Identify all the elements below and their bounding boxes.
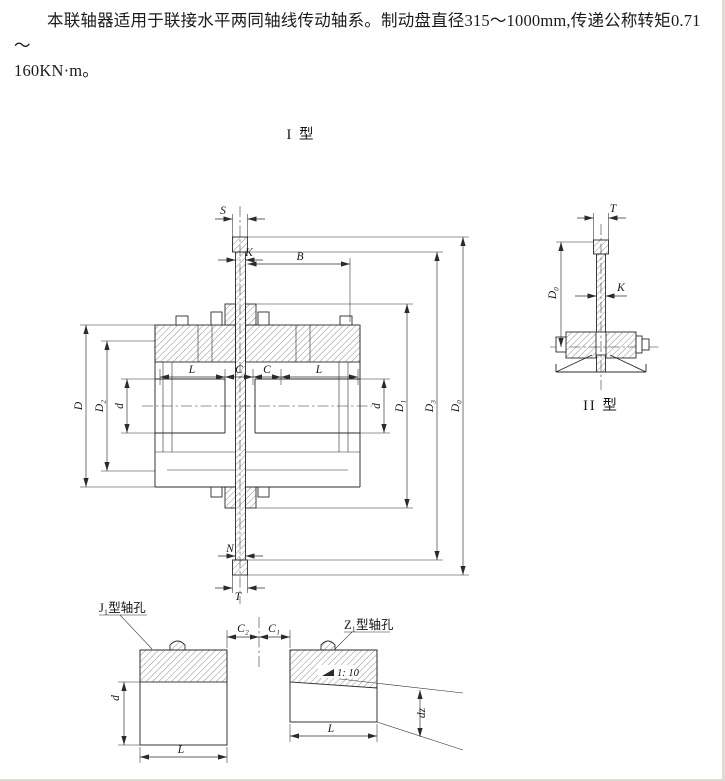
paragraph-line-2: 160KN·m。 xyxy=(14,61,100,80)
dim-T-main: T xyxy=(215,575,265,603)
brake-disc-section xyxy=(224,236,257,576)
dim-label-L-z1: L xyxy=(327,723,334,735)
dim-label-B: B xyxy=(296,251,303,263)
dim-label-D: D xyxy=(73,401,85,411)
main-centerlines xyxy=(142,206,372,604)
dim-label-C1: C₁ xyxy=(268,623,280,635)
taper-ratio-label: 1: 10 xyxy=(337,668,360,679)
dim-B: B xyxy=(247,251,351,322)
dim-label-C-right: C xyxy=(263,364,271,376)
dim-label-K: K xyxy=(244,247,254,259)
flange-section-band xyxy=(154,324,361,363)
dim-label-d-right: d xyxy=(371,403,383,409)
dim-K-type2: K xyxy=(575,282,627,299)
dim-K: K xyxy=(218,247,263,263)
type2-figure-label: II 型 xyxy=(583,397,619,414)
dim-C2-C1: C₂ C₁ xyxy=(226,617,291,668)
dim-label-K-type2: K xyxy=(616,282,626,294)
dim-N: N xyxy=(218,543,263,559)
dim-label-D3: D₃ xyxy=(424,400,436,413)
dim-D0: D₀ xyxy=(247,236,469,576)
paragraph-line-1: 本联轴器适用于联接水平两同轴线传动轴系。制动盘直径315～1000mm,传递公称… xyxy=(14,11,701,55)
dim-label-T-main: T xyxy=(235,591,243,603)
taper-symbol-icon xyxy=(322,669,334,676)
dim-label-D0: D₀ xyxy=(450,400,462,413)
dim-D2: D₂ xyxy=(94,340,155,472)
dim-d-left: d xyxy=(114,378,155,434)
dim-S: S xyxy=(215,205,265,237)
j1-detail: J₁型轴孔 d L xyxy=(99,600,228,763)
dim-label-D2: D₂ xyxy=(94,400,106,413)
z1-hole-label: Z₁型轴孔 xyxy=(344,617,394,632)
dim-label-C-left: C xyxy=(235,364,243,376)
dim-LCCL: L C C L xyxy=(159,364,359,385)
j1-hole-label: J₁型轴孔 xyxy=(99,600,146,615)
dim-label-L-j1: L xyxy=(177,744,184,756)
dim-d-right: d xyxy=(360,378,390,434)
dim-label-L-right: L xyxy=(315,364,322,376)
dim-label-d-left: d xyxy=(114,403,126,409)
dim-T-type2: T xyxy=(577,203,626,240)
dim-label-d-j1: d xyxy=(110,695,122,701)
dim-label-C2: C₂ xyxy=(237,623,249,635)
dim-label-T-type2: T xyxy=(610,203,618,215)
z1-detail: Z₁型轴孔 1: 10 L dz xyxy=(289,617,464,751)
dim-D: D xyxy=(73,324,155,488)
dim-label-L-left: L xyxy=(188,364,195,376)
intro-paragraph: 本联轴器适用于联接水平两同轴线传动轴系。制动盘直径315～1000mm,传递公称… xyxy=(14,8,710,83)
dim-label-S: S xyxy=(220,205,226,217)
dim-label-dz: dz xyxy=(416,707,428,718)
dim-label-D1: D₁ xyxy=(394,400,406,413)
dim-label-N: N xyxy=(225,543,235,555)
dim-D3: D₃ xyxy=(247,251,443,561)
type1-figure-label: I 型 xyxy=(287,126,316,143)
dim-D1: D₁ xyxy=(256,303,413,509)
dim-D0-type2: D₀ xyxy=(547,241,594,347)
type2-brake-disc xyxy=(555,239,650,373)
dim-label-D0-type2: D₀ xyxy=(547,287,559,300)
